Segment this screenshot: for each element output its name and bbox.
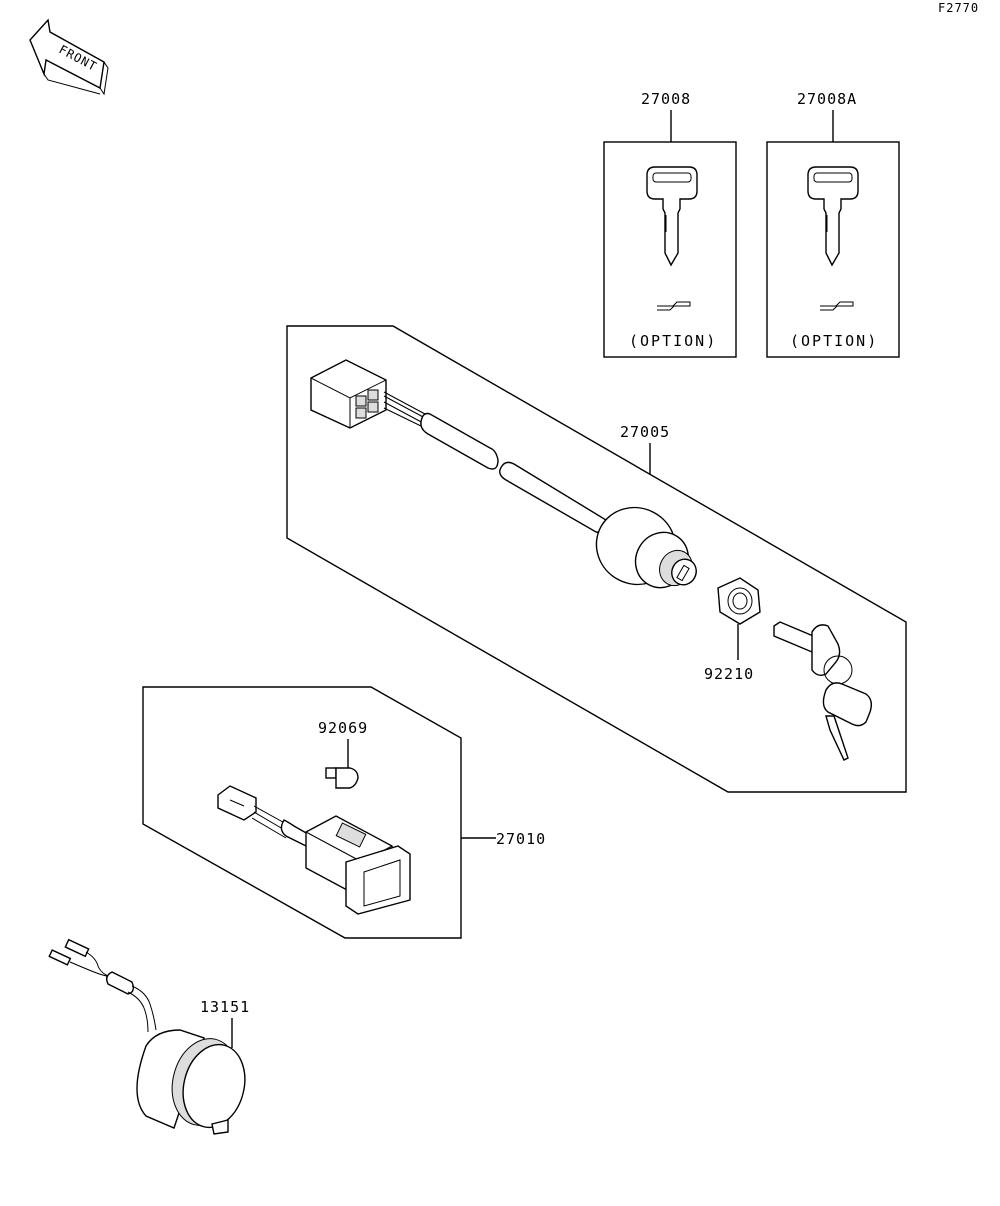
part-label-27008: 27008 bbox=[641, 90, 691, 108]
buzzer-wires-icon bbox=[48, 938, 157, 1033]
part-27010[interactable]: 27010 bbox=[142, 686, 546, 939]
switch-icon bbox=[305, 815, 411, 915]
key-blank-icon bbox=[646, 166, 698, 267]
part-27005[interactable]: 27005 bbox=[286, 325, 907, 793]
part-label-27010: 27010 bbox=[496, 830, 546, 848]
key-code-icon bbox=[657, 301, 691, 311]
part-27008A[interactable]: 27008A (OPTION) bbox=[766, 90, 900, 358]
connector-icon bbox=[310, 359, 387, 429]
keys-icon bbox=[773, 621, 873, 761]
part-92069[interactable]: 92069 bbox=[318, 719, 368, 789]
front-arrow-icon: FRONT bbox=[29, 18, 109, 96]
option-box-27008 bbox=[603, 141, 737, 358]
part-label-27008A: 27008A bbox=[797, 90, 857, 108]
option-label-27008A: (OPTION) bbox=[790, 332, 878, 350]
connector-icon bbox=[217, 785, 257, 821]
part-label-92210: 92210 bbox=[704, 665, 754, 683]
assembly-outline-27010 bbox=[142, 686, 462, 939]
option-label-27008: (OPTION) bbox=[629, 332, 717, 350]
bulb-icon bbox=[325, 767, 359, 789]
nut-icon bbox=[717, 577, 761, 625]
buzzer-icon bbox=[136, 1029, 246, 1135]
part-label-13151: 13151 bbox=[200, 998, 250, 1016]
part-label-27005: 27005 bbox=[620, 423, 670, 441]
part-92210[interactable]: 92210 bbox=[704, 577, 761, 683]
option-box-27008A bbox=[766, 141, 900, 358]
part-label-92069: 92069 bbox=[318, 719, 368, 737]
assembly-outline-27005 bbox=[286, 325, 907, 793]
part-13151[interactable]: 13151 bbox=[48, 938, 253, 1135]
key-code-icon bbox=[820, 301, 854, 311]
key-blank-icon bbox=[807, 166, 859, 267]
diagram-code: F2770 bbox=[938, 1, 979, 15]
part-27008[interactable]: 27008 (OPTION) bbox=[603, 90, 737, 358]
